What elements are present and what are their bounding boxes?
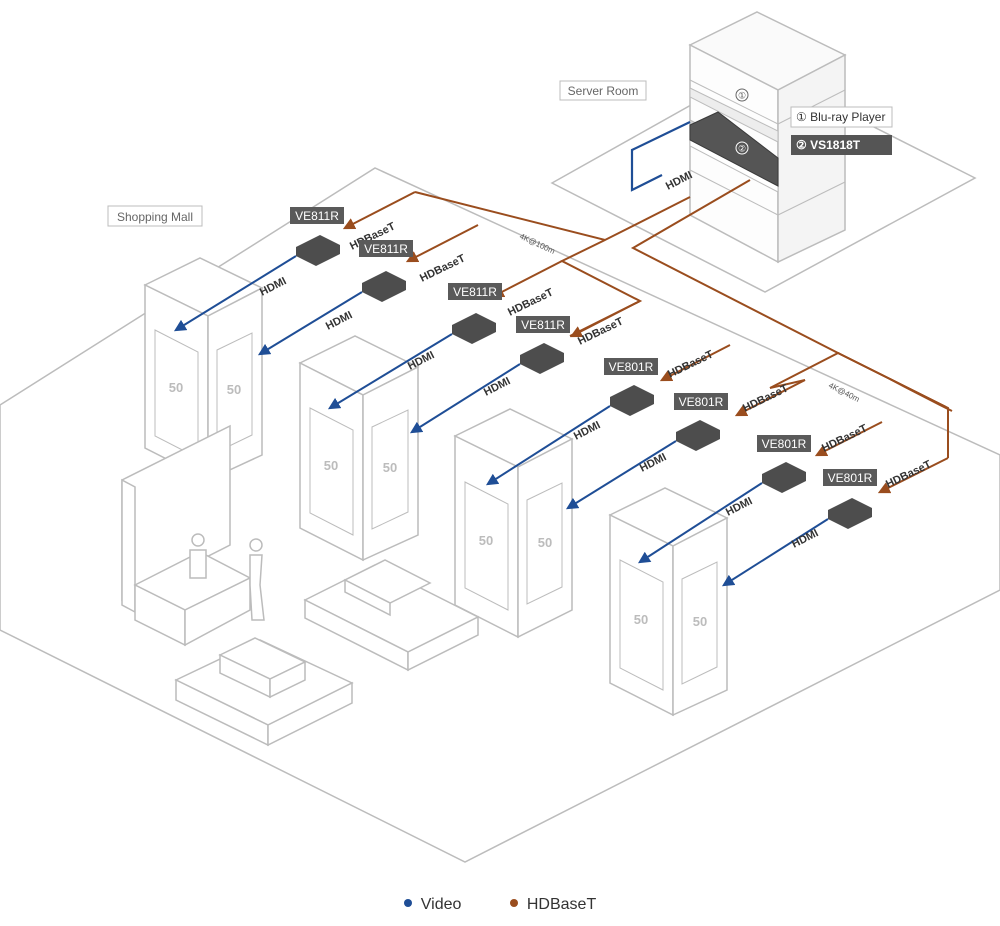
marker-2: ② — [738, 144, 746, 154]
sign-percent: 50 — [169, 380, 183, 395]
sign-percent: 50 — [538, 535, 552, 550]
server-room-label: Server Room — [559, 80, 647, 101]
legend-hdbaset: HDBaseT — [509, 896, 597, 914]
svg-text:Shopping Mall: Shopping Mall — [117, 210, 193, 224]
server-rack: ① ② — [688, 11, 847, 264]
sign-percent: 50 — [324, 458, 338, 473]
legend-vs1818t: ② VS1818T — [791, 135, 892, 155]
hdbaset-trunk-8 — [769, 379, 806, 389]
shoe-shelf — [174, 637, 354, 747]
hdbaset-trunk-2 — [630, 179, 841, 389]
svg-text:VE811R: VE811R — [364, 242, 408, 256]
legend-blu-ray: ① Blu-ray Player — [790, 106, 893, 128]
legend: Video HDBaseT — [0, 896, 1000, 914]
hdmi-source-cable — [630, 121, 691, 192]
hdbaset-trunk-5 — [814, 421, 883, 457]
reception-counter — [121, 424, 265, 647]
svg-text:Server Room: Server Room — [568, 84, 639, 98]
shopping-mall-label: Shopping Mall — [107, 205, 203, 227]
hdbaset-trunk-6 — [877, 457, 949, 494]
svg-text:VE801R: VE801R — [609, 360, 654, 374]
blu-ray-player — [689, 87, 779, 143]
svg-text:VE811R: VE811R — [453, 285, 497, 299]
legend-hdbaset-label: HDBaseT — [526, 896, 597, 913]
legend-hdbaset-dot — [509, 899, 518, 907]
kiosk-2: 50 50 — [298, 335, 420, 562]
svg-text:VE801R: VE801R — [828, 471, 873, 485]
svg-text:VE801R: VE801R — [679, 395, 724, 409]
display-table — [303, 559, 480, 672]
hdbaset-trunk-7 — [837, 352, 949, 458]
svg-text:① Blu-ray Player: ① Blu-ray Player — [796, 110, 885, 124]
kiosk-4: 50 50 — [608, 487, 729, 717]
sign-percent: 50 — [693, 614, 707, 629]
sign-percent: 50 — [634, 612, 648, 627]
marker-1: ① — [738, 91, 746, 101]
kiosk-3: 50 50 — [453, 408, 574, 639]
legend-video-label: Video — [420, 896, 462, 913]
svg-text:VE811R: VE811R — [521, 318, 565, 332]
sign-percent: 50 — [479, 533, 493, 548]
legend-video: Video — [403, 896, 462, 914]
sign-percent: 50 — [383, 460, 397, 475]
hdbaset-trunk-3 — [659, 344, 731, 382]
svg-text:② VS1818T: ② VS1818T — [796, 138, 861, 152]
hdbaset-trunk-4 — [734, 379, 806, 417]
vs1818t-splitter — [689, 111, 779, 187]
svg-text:VE811R: VE811R — [295, 209, 339, 223]
sign-percent: 50 — [227, 382, 241, 397]
legend-video-dot — [403, 899, 412, 907]
svg-text:VE801R: VE801R — [762, 437, 807, 451]
